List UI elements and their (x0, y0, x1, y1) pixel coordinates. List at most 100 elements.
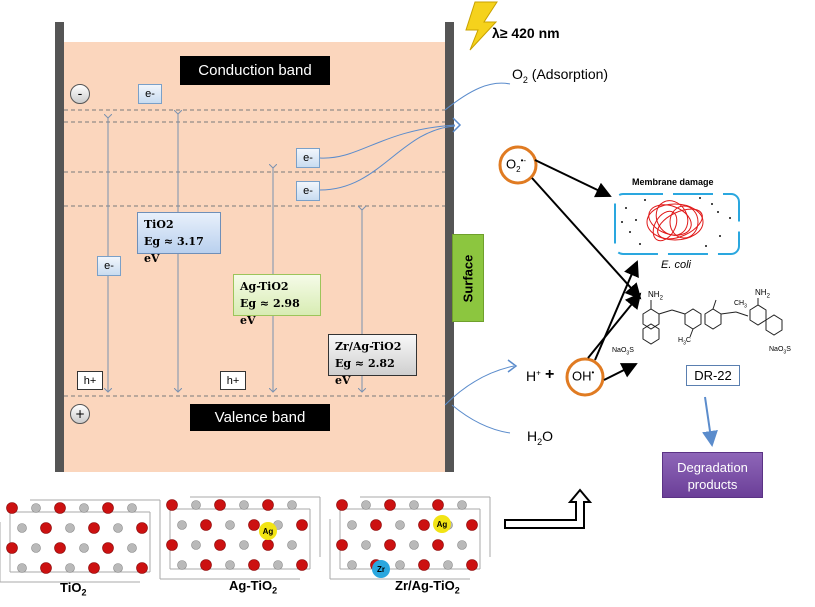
ch-text: CH (734, 300, 745, 307)
electron-box: e- (97, 256, 121, 276)
hydroxyl-sup: • (591, 368, 595, 377)
titanium-atom (65, 523, 75, 533)
titanium-atom (79, 503, 89, 513)
h-text: H (678, 337, 684, 344)
dye-h3c: H3C (678, 337, 691, 346)
titanium-atom (239, 540, 249, 550)
titanium-atom (127, 503, 137, 513)
material-label-ag-tio2: Ag-TiO2 (229, 578, 277, 596)
ecoli-cell (614, 193, 740, 255)
oxygen-atom (54, 542, 66, 554)
oxygen-atom (466, 519, 478, 531)
crystal-cell (329, 496, 491, 580)
zr-atom-label: Zr (372, 560, 390, 578)
oxygen-atom (336, 499, 348, 511)
tio2-gap-box: TiO2 Eg ≈ 3.17 eV (137, 212, 221, 265)
superoxide-label: O2•- (506, 156, 526, 174)
titanium-atom (65, 563, 75, 573)
titanium-atom (287, 500, 297, 510)
nao-text: NaO (769, 346, 784, 353)
lightning-icon (465, 1, 498, 51)
dr22-structure (642, 298, 783, 345)
proton-label: H+ (526, 368, 541, 384)
oxygen-atom (200, 559, 212, 571)
oxygen-atom (336, 539, 348, 551)
oxygen-atom (418, 519, 430, 531)
oxygen-atom (262, 499, 274, 511)
water-h: H (527, 428, 538, 444)
nh-text: NH (755, 288, 767, 297)
titanium-atom (443, 560, 453, 570)
titanium-atom (409, 540, 419, 550)
plus-operator: + (545, 366, 555, 383)
zr-ag-tio2-gap-box: Zr/Ag-TiO2 Eg ≈ 2.82 eV (328, 334, 417, 387)
oxygen-atom (40, 562, 52, 574)
titanium-atom (287, 540, 297, 550)
oxygen-atom (384, 539, 396, 551)
gap-name: Ag-TiO2 (240, 280, 289, 293)
material-label-zr-ag-tio2: Zr/Ag-TiO2 (395, 578, 460, 596)
titanium-atom (347, 520, 357, 530)
mat-main: TiO (60, 580, 82, 595)
mat-main: Zr/Ag-TiO (395, 578, 455, 593)
valence-band-label: Valence band (190, 404, 330, 431)
oxygen-atom (384, 499, 396, 511)
ag-atom-label-2: Ag (433, 515, 451, 533)
titanium-atom (395, 520, 405, 530)
oxygen-atom (214, 499, 226, 511)
oxygen-atom (214, 539, 226, 551)
titanium-atom (361, 500, 371, 510)
dye-nh2-left: NH2 (648, 290, 663, 302)
oxygen-atom (6, 502, 18, 514)
titanium-atom (127, 543, 137, 553)
c-text: C (685, 337, 691, 344)
oxygen-atom (54, 502, 66, 514)
oxygen-atom (166, 539, 178, 551)
oxygen-atom (136, 522, 148, 534)
titanium-atom (17, 523, 27, 533)
degradation-arrow (702, 396, 718, 447)
nh-sub: 2 (659, 295, 663, 302)
o2-suffix: (Adsorption) (527, 66, 609, 82)
titanium-atom (191, 500, 201, 510)
oxygen-atom (136, 562, 148, 574)
outline-arrow (504, 488, 593, 529)
oxygen-atom (166, 499, 178, 511)
oxygen-atom (88, 562, 100, 574)
band-edges (64, 109, 445, 397)
titanium-atom (177, 520, 187, 530)
minus-sign-icon: - (70, 84, 90, 104)
nao-text: NaO (612, 347, 627, 354)
membrane-damage-label: Membrane damage (632, 177, 714, 187)
mat-sub: 2 (81, 587, 87, 598)
oxygen-atom (262, 539, 274, 551)
oxygen-atom (432, 539, 444, 551)
oxygen-atom (248, 559, 260, 571)
oxygen-atom (102, 502, 114, 514)
dye-naoso3-left: NaO3S (612, 347, 634, 356)
superoxide-ring (498, 145, 538, 185)
titanium-atom (113, 523, 123, 533)
crystal-cell (0, 499, 161, 583)
titanium-atom (31, 543, 41, 553)
crystal-cell (159, 496, 321, 580)
conduction-band-label: Conduction band (180, 56, 330, 85)
oxygen-atom (370, 519, 382, 531)
superoxide-o: O (506, 156, 517, 172)
o2-sub: 2 (522, 74, 528, 85)
hole-box: h+ (77, 371, 103, 390)
oxygen-atom (432, 499, 444, 511)
surface-label: Surface (452, 234, 484, 322)
titanium-atom (239, 500, 249, 510)
titanium-atom (395, 560, 405, 570)
ch-sub: 3 (744, 303, 747, 310)
mat-sub: 2 (454, 585, 460, 596)
titanium-atom (225, 560, 235, 570)
mat-main: Ag-TiO (229, 578, 273, 593)
gap-name: Zr/Ag-TiO2 (335, 340, 402, 353)
o2-text: O (512, 66, 523, 82)
titanium-atom (409, 500, 419, 510)
titanium-atom (273, 560, 283, 570)
s-text: S (786, 346, 791, 353)
membrane-damage-scribble (646, 200, 704, 242)
